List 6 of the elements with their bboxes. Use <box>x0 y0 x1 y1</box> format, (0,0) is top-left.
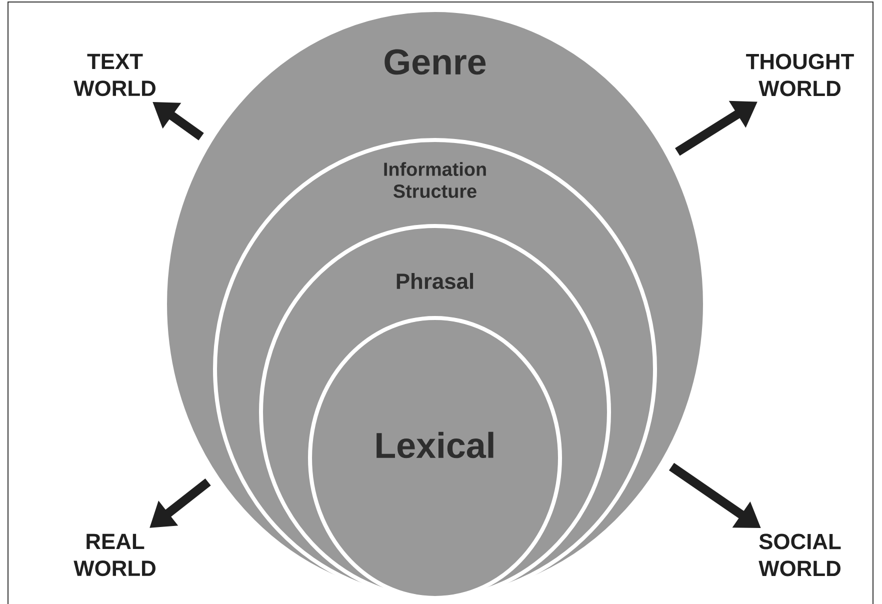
world-label: TEXT WORLD <box>74 54 156 96</box>
world-label: SOCIAL WORLD <box>758 534 841 576</box>
world-label: REAL WORLD <box>74 534 156 576</box>
ring: Lexical <box>308 316 562 600</box>
world-label: THOUGHT WORLD <box>746 54 854 96</box>
node-label: Lexical <box>376 432 494 458</box>
